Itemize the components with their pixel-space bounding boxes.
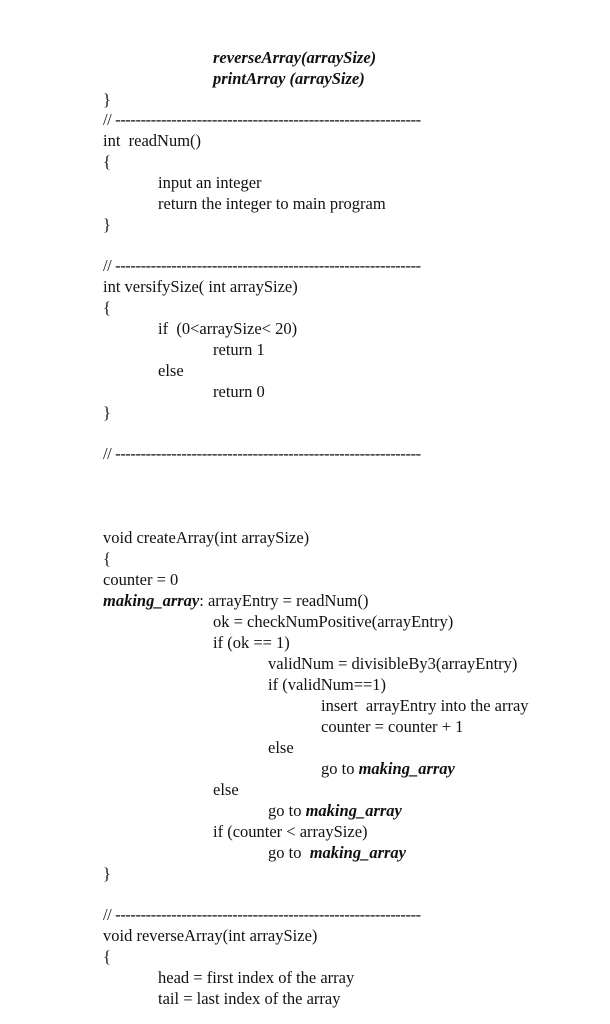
separator-comment: // -------------------------------------… <box>103 110 421 129</box>
code-line: else <box>268 738 294 757</box>
separator-comment: // -------------------------------------… <box>103 905 421 924</box>
code-line: go to making_array <box>321 759 455 779</box>
code-line: go to making_array <box>268 801 402 821</box>
code-line: tail = last index of the array <box>158 989 341 1008</box>
code-line: { <box>103 549 111 568</box>
code-line: { <box>103 298 111 317</box>
code-line: go to making_array <box>268 843 406 863</box>
separator-comment: // -------------------------------------… <box>103 444 421 463</box>
separator-comment: // -------------------------------------… <box>103 256 421 275</box>
label-ref: making_array <box>358 759 455 778</box>
code-line: counter = counter + 1 <box>321 717 464 736</box>
code-line: } <box>103 90 111 109</box>
code-line: } <box>103 864 111 883</box>
code-line: insert arrayEntry into the array <box>321 696 529 715</box>
code-line: return 0 <box>213 382 265 401</box>
code-line: if (ok == 1) <box>213 633 290 652</box>
label-ref: making_array <box>309 843 406 862</box>
code-line: counter = 0 <box>103 570 179 589</box>
code-line: } <box>103 403 111 422</box>
code-line: { <box>103 152 111 171</box>
code-text: go to <box>321 759 359 778</box>
label-ref: making_array <box>103 591 200 610</box>
code-line: return 1 <box>213 340 265 359</box>
code-line: return the integer to main program <box>158 194 386 213</box>
code-line: if (0<arraySize< 20) <box>158 319 298 338</box>
code-line: { <box>103 947 111 966</box>
label-ref: making_array <box>305 801 402 820</box>
code-line: int versifySize( int arraySize) <box>103 277 298 296</box>
code-line: input an integer <box>158 173 262 192</box>
code-line: else <box>213 780 239 799</box>
code-line: validNum = divisibleBy3(arrayEntry) <box>268 654 518 673</box>
code-line: void reverseArray(int arraySize) <box>103 926 318 945</box>
code-line: } <box>103 215 111 234</box>
code-text: go to <box>268 843 310 862</box>
code-line: if (counter < arraySize) <box>213 822 368 841</box>
code-line: head = first index of the array <box>158 968 355 987</box>
code-line: else <box>158 361 184 380</box>
code-text: go to <box>268 801 306 820</box>
code-line: printArray (arraySize) <box>213 69 365 88</box>
code-line: if (validNum==1) <box>268 675 387 694</box>
code-line: int readNum() <box>103 131 202 150</box>
code-text: : arrayEntry = readNum() <box>199 591 369 610</box>
code-line: void createArray(int arraySize) <box>103 528 310 547</box>
code-line: reverseArray(arraySize) <box>213 48 377 67</box>
code-line: ok = checkNumPositive(arrayEntry) <box>213 612 454 631</box>
code-line: making_array: arrayEntry = readNum() <box>103 591 368 611</box>
